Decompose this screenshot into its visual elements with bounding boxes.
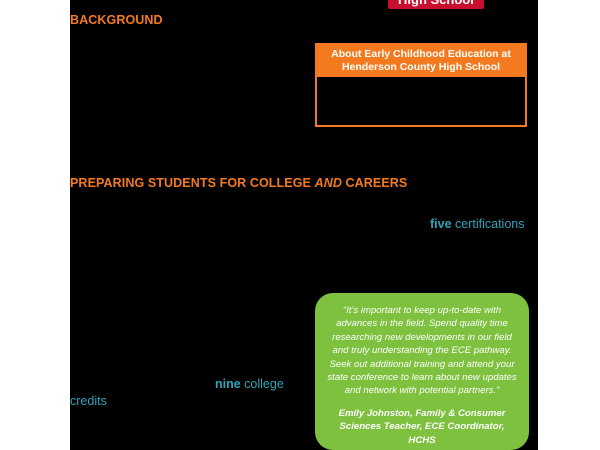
quote-attribution: Emily Johnston, Family & Consumer Scienc… xyxy=(338,407,506,446)
info-box-title: About Early Childhood Education at Hende… xyxy=(317,45,525,77)
college-number: nine xyxy=(215,377,241,391)
info-sidebar-box: About Early Childhood Education at Hende… xyxy=(315,43,527,127)
quote-text: “It’s important to keep up-to-date with … xyxy=(327,305,517,397)
college-credits-highlight: nine college xyxy=(215,377,284,391)
testimonial-quote-box: “It’s important to keep up-to-date with … xyxy=(315,293,529,450)
certifications-highlight: five certifications xyxy=(430,217,525,231)
certs-word: certifications xyxy=(451,217,525,231)
background-heading: BACKGROUND xyxy=(70,13,163,27)
credits-word: credits xyxy=(70,394,107,408)
preparing-students-heading: PREPARING STUDENTS FOR COLLEGE AND CAREE… xyxy=(70,176,407,190)
heading-part-suffix: CAREERS xyxy=(341,176,408,190)
heading-part-and: AND xyxy=(314,176,342,190)
certs-number: five xyxy=(430,217,452,231)
school-banner: High School xyxy=(388,0,484,9)
college-word: college xyxy=(240,377,284,391)
heading-part-prefix: PREPARING STUDENTS FOR COLLEGE xyxy=(70,176,315,190)
